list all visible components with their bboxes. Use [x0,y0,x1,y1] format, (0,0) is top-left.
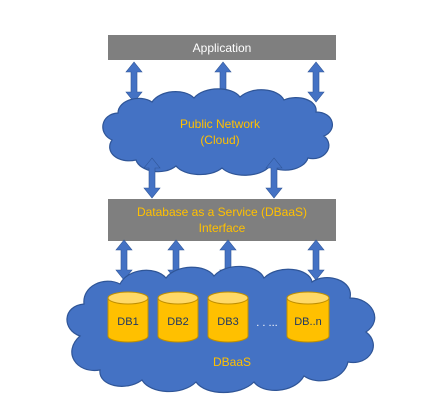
public-network-label-line2: (Cloud) [200,133,239,147]
double-arrow-icon [307,61,325,103]
database-cylinder-dbn: DB..n [286,291,330,343]
public-network-cloud: Public Network (Cloud) [102,88,333,176]
db1-label: DB1 [117,316,138,328]
dbn-label: DB..n [294,316,322,328]
cylinder-body [207,297,249,343]
cylinder-top [286,291,330,305]
dbaas-cloud: DB1 DB2 DB3 . . ... DB..n DBaaS [66,265,376,393]
application-box-shape [108,35,336,60]
db2-label: DB2 [167,316,188,328]
dbaas-cloud-label: DBaaS [213,355,251,369]
database-cylinder-db1: DB1 [107,291,149,343]
dbaas-interface-label-line2: Interface [199,221,246,235]
cylinder-top [107,291,149,305]
dbaas-interface-label-line1: Database as a Service (DBaaS) [137,205,307,219]
cylinder-top [207,291,249,305]
public-network-cloud-shape [102,88,333,176]
dbaas-interface-box-shape [108,199,336,241]
cylinder-body [157,297,199,343]
dbaas-interface-box: Database as a Service (DBaaS) Interface [108,199,336,241]
cylinder-body [286,297,330,343]
database-cylinder-db2: DB2 [157,291,199,343]
db3-label: DB3 [217,316,238,328]
public-network-label-line1: Public Network [180,117,261,131]
database-cylinder-db3: DB3 [207,291,249,343]
db-ellipsis: . . ... [256,317,277,329]
cylinder-top [157,291,199,305]
application-box: Application [108,35,336,60]
cylinder-body [107,297,149,343]
application-label: Application [193,41,252,55]
double-arrow-icon [307,239,325,281]
double-arrow-icon [125,61,143,103]
